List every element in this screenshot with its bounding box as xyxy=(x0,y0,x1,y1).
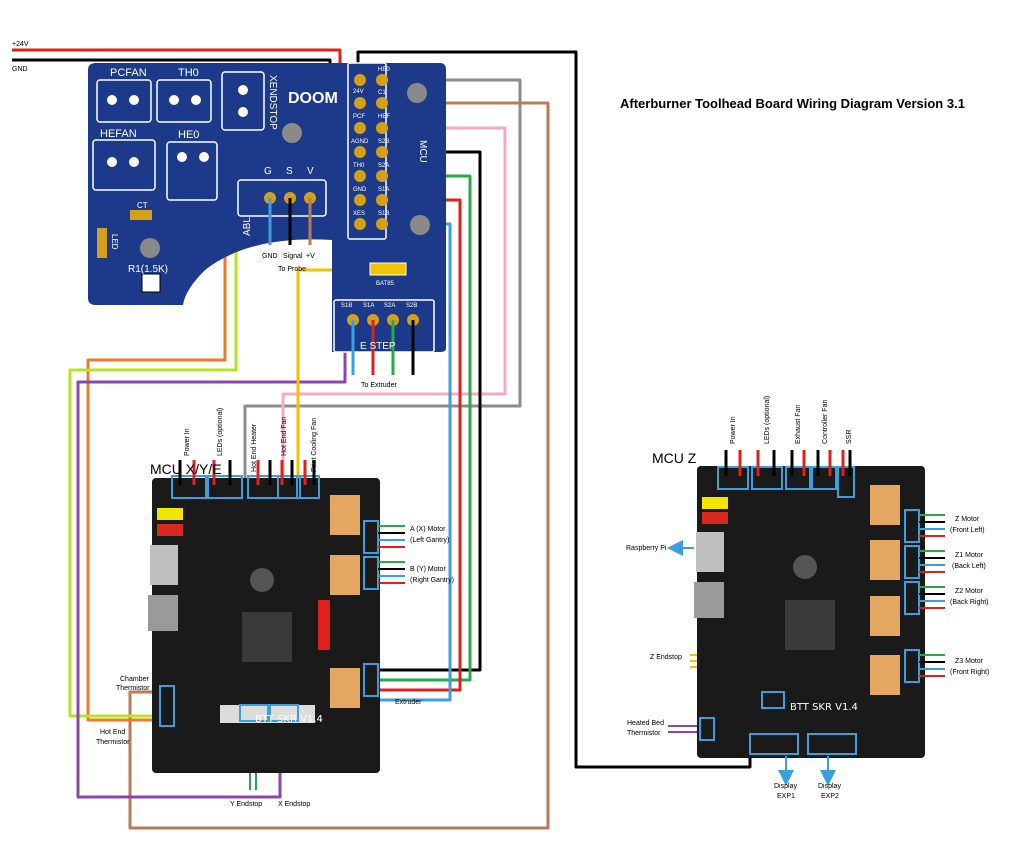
z-motor2-line1: Z2 Motor xyxy=(955,588,984,595)
label-abl: ABL xyxy=(242,217,253,236)
pin-s2b: S2B xyxy=(378,139,389,145)
wire-he0 xyxy=(128,101,550,830)
z-exhaust-fan: Exhaust Fan xyxy=(795,405,802,444)
chamber-line1: Chamber xyxy=(120,676,149,683)
resistor-pads xyxy=(141,273,161,293)
chamber-line2: Thermistor xyxy=(116,685,150,692)
extruder-label: Extruder xyxy=(395,699,422,706)
pin-s2a: S2A xyxy=(378,163,389,169)
label-diode: BAT85 xyxy=(376,281,395,287)
z-motor3-line1: Z3 Motor xyxy=(955,658,984,665)
pin-agnd: AGND xyxy=(351,139,369,145)
hotend-therm-line2: Thermistor xyxy=(96,739,130,746)
to-extruder: To Extruder xyxy=(361,382,397,389)
pin-gnd: GND xyxy=(353,187,367,193)
rpi-label: Raspberry Pi xyxy=(626,545,667,552)
estep-pin-s1b: S1B xyxy=(341,303,352,309)
doom-logo: DOOM xyxy=(288,90,338,107)
pin-s1a: S1A xyxy=(378,187,389,193)
label-he0: HE0 xyxy=(178,129,199,141)
mcu-z-board: BTT SKR V1.4 xyxy=(667,450,945,786)
z-ssr: SSR xyxy=(846,430,853,444)
ct-pads xyxy=(130,210,152,220)
xye-title: MCU X/Y/E xyxy=(150,461,222,477)
xye-hotend-heater: Hot End Heater xyxy=(251,423,258,472)
to-probe: To Probe xyxy=(278,266,306,273)
bed-therm-line1: Heated Bed xyxy=(627,720,664,727)
label-gnd: GND xyxy=(12,66,28,73)
display2-line1: Display xyxy=(818,783,841,790)
label-mcu: MCU xyxy=(417,140,428,163)
label-led: LED xyxy=(110,234,119,250)
z-endstop-label: Z Endstop xyxy=(650,654,682,661)
z-controller-fan: Controller Fan xyxy=(822,400,829,444)
mcu-xye-board: BTT SKR V1.4 xyxy=(148,460,405,773)
mount-hole xyxy=(140,238,160,258)
xye-cooling-fan: Print Cooling Fan xyxy=(311,418,318,472)
pin-xes: XES xyxy=(353,211,365,217)
z-board-name: BTT SKR V1.4 xyxy=(790,702,858,713)
label-th0: TH0 xyxy=(178,67,199,79)
y-endstop-label: Y Endstop xyxy=(230,801,262,808)
pin-he0: HE0 xyxy=(378,67,390,73)
z-motor1-line2: (Back Left) xyxy=(952,563,986,570)
pin-c1: C1 xyxy=(378,90,386,96)
estep-pin-s2b: S2B xyxy=(406,303,417,309)
wire-c1 xyxy=(243,78,522,485)
display1-line1: Display xyxy=(774,783,797,790)
mount-hole xyxy=(407,83,427,103)
label-ct: CT xyxy=(137,201,148,210)
wire-z-power xyxy=(356,50,752,769)
probe-wire-signal: Signal xyxy=(283,253,303,260)
label-hefan: HEFAN xyxy=(100,128,137,140)
wire-hef xyxy=(281,126,507,485)
bed-therm-line2: Thermistor xyxy=(627,730,661,737)
display2-line2: EXP2 xyxy=(821,793,839,800)
diode xyxy=(369,262,407,276)
pin-s1b: S1B xyxy=(378,211,389,217)
abl-pin-v: V xyxy=(307,166,314,177)
label-xendstop: XENDSTOP xyxy=(267,75,278,130)
probe-wire-gnd: GND xyxy=(262,253,278,260)
display1-line2: EXP1 xyxy=(777,793,795,800)
z-motor1-line1: Z1 Motor xyxy=(955,552,984,559)
x-endstop-label: X Endstop xyxy=(278,801,310,808)
z-title: MCU Z xyxy=(652,450,697,466)
z-motor3-line2: (Front Right) xyxy=(950,669,989,676)
estep-pin-s2a: S2A xyxy=(384,303,395,309)
motor-b-line1: B (Y) Motor xyxy=(410,566,446,573)
probe-wire-v: +V xyxy=(306,253,315,260)
xye-leds: LEDs (optional) xyxy=(217,408,224,456)
z-leds: LEDs (optional) xyxy=(764,396,771,444)
label-estep: E STEP xyxy=(360,341,396,352)
label-pcfan: PCFAN xyxy=(110,67,147,79)
abl-pin-g: G xyxy=(264,166,272,177)
motor-a-line2: (Left Gantry) xyxy=(410,537,449,544)
led-pads xyxy=(97,228,107,258)
mount-hole xyxy=(410,215,430,235)
diagram-title: Afterburner Toolhead Board Wiring Diagra… xyxy=(620,96,965,111)
z-motor0-line2: (Front Left) xyxy=(950,527,985,534)
z-power-in: Power In xyxy=(730,416,737,444)
label-24v: +24V xyxy=(12,41,29,48)
pin-th0: TH0 xyxy=(353,163,365,169)
pin-hef: HEF xyxy=(378,114,390,120)
z-motor2-line2: (Back Right) xyxy=(950,599,989,606)
pin-pcf: PCF xyxy=(353,114,365,120)
mount-hole xyxy=(282,123,302,143)
abl-pin-s: S xyxy=(286,166,293,177)
pin-24v: 24V xyxy=(353,89,364,95)
motor-a-line1: A (X) Motor xyxy=(410,526,446,533)
xye-power-in: Power In xyxy=(184,428,191,456)
z-motor0-line1: Z Motor xyxy=(955,516,980,523)
hotend-therm-line1: Hot End xyxy=(100,729,125,736)
toolhead-board: PCFAN TH0 XENDSTOP HEFAN HE0 DOOM ABL G … xyxy=(88,62,446,375)
xye-board-name: BTT SKR V1.4 xyxy=(255,714,323,725)
motor-b-line2: (Right Gantry) xyxy=(410,577,454,584)
toolhead-pcb xyxy=(88,63,446,352)
label-resistor: R1(1.5K) xyxy=(128,264,168,275)
estep-pin-s1a: S1A xyxy=(363,303,374,309)
xye-hotend-fan: Hot End Fan xyxy=(281,417,288,456)
